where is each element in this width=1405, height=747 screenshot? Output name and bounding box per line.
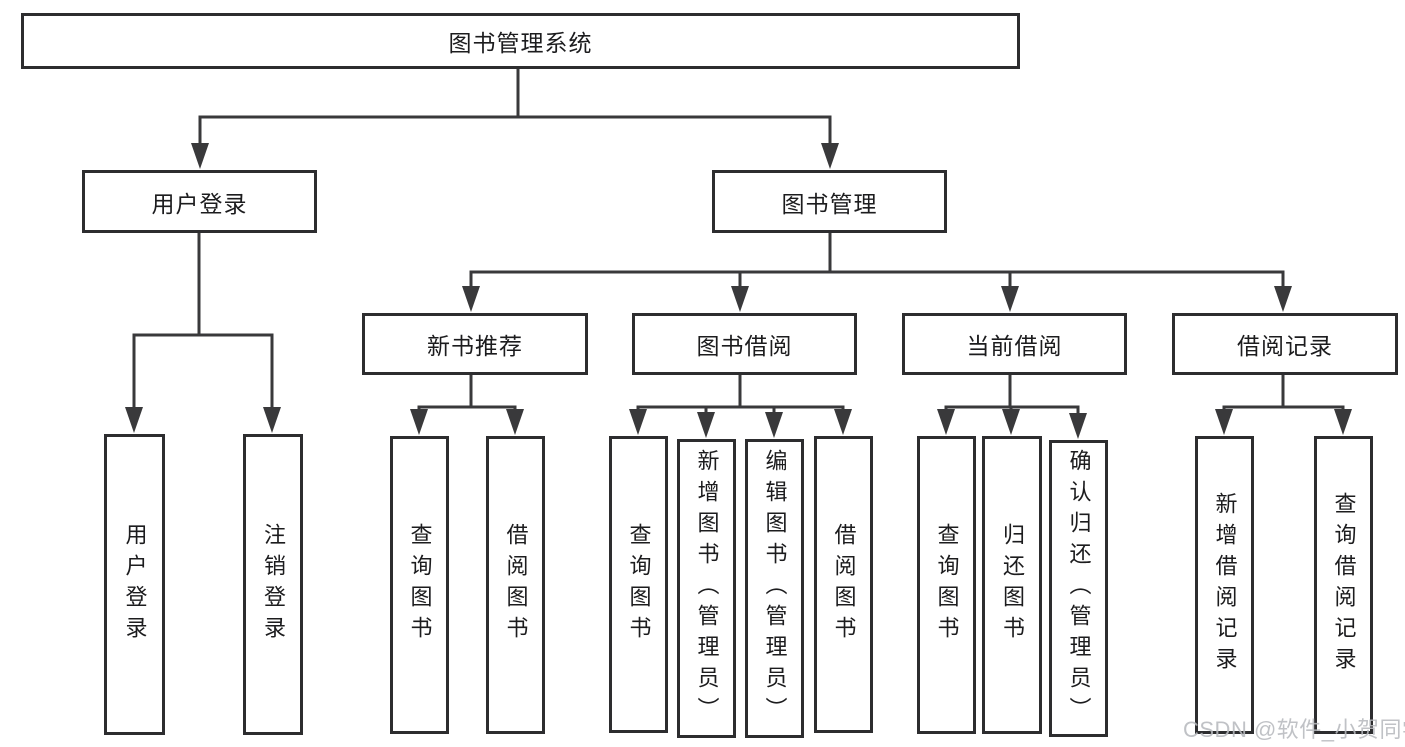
- leaf-borrow-book-2: 借阅图书: [814, 436, 873, 733]
- leaf-return-book-label: 归还图书: [1000, 523, 1025, 647]
- node-new-book-recommend-label: 新书推荐: [427, 333, 523, 359]
- node-book-borrow: 图书借阅: [632, 313, 857, 375]
- leaf-query-book-3: 查询图书: [917, 436, 976, 734]
- leaf-logout-login-label: 注销登录: [261, 522, 286, 647]
- leaf-borrow-book-1-label: 借阅图书: [503, 523, 529, 647]
- node-root-label: 图书管理系统: [448, 30, 593, 56]
- node-current-borrow-label: 当前借阅: [966, 333, 1063, 359]
- leaf-edit-book-admin-label: 编辑图书（管理员）: [762, 449, 788, 728]
- leaf-edit-book-admin: 编辑图书（管理员）: [745, 439, 804, 738]
- node-user-login: 用户登录: [82, 170, 317, 233]
- node-borrow-record: 借阅记录: [1172, 313, 1398, 375]
- leaf-query-book-2-label: 查询图书: [626, 522, 652, 647]
- connector-borrow-record-children: [1215, 375, 1352, 435]
- node-book-mgmt-label: 图书管理: [781, 190, 878, 217]
- leaf-confirm-return-admin-label: 确认归还（管理员）: [1066, 449, 1092, 728]
- connector-book-mgmt-to-level3: [462, 233, 1292, 312]
- leaf-return-book: 归还图书: [982, 436, 1042, 734]
- csdn-watermark: CSDN @软件_小贺同学: [1183, 717, 1405, 742]
- leaf-query-book-3-label: 查询图书: [934, 523, 960, 647]
- leaf-confirm-return-admin: 确认归还（管理员）: [1049, 440, 1108, 737]
- leaf-borrow-book-2-label: 借阅图书: [831, 522, 857, 647]
- leaf-query-borrow-record-label: 查询借阅记录: [1331, 492, 1357, 678]
- node-current-borrow: 当前借阅: [902, 313, 1127, 375]
- node-book-mgmt: 图书管理: [712, 170, 947, 233]
- node-user-login-label: 用户登录: [151, 190, 248, 217]
- leaf-logout-login: 注销登录: [243, 434, 303, 735]
- node-borrow-record-label: 借阅记录: [1237, 333, 1333, 359]
- leaf-query-borrow-record: 查询借阅记录: [1314, 436, 1373, 734]
- node-new-book-recommend: 新书推荐: [362, 313, 588, 375]
- leaf-user-login: 用户登录: [104, 434, 165, 735]
- leaf-user-login-label: 用户登录: [122, 522, 148, 647]
- leaf-add-borrow-record-label: 新增借阅记录: [1212, 492, 1238, 678]
- leaf-borrow-book-1: 借阅图书: [486, 436, 545, 734]
- connector-user-login-children: [125, 233, 281, 433]
- node-book-borrow-label: 图书借阅: [696, 333, 793, 359]
- leaf-query-book-1: 查询图书: [390, 436, 449, 734]
- leaf-add-book-admin: 新增图书（管理员）: [677, 439, 736, 738]
- leaf-query-book-2: 查询图书: [609, 436, 668, 733]
- connector-new-book-children: [410, 375, 524, 435]
- leaf-query-book-1-label: 查询图书: [407, 523, 433, 647]
- connector-book-borrow-children: [629, 375, 852, 438]
- node-root: 图书管理系统: [21, 13, 1020, 69]
- leaf-add-borrow-record: 新增借阅记录: [1195, 436, 1254, 734]
- connector-current-borrow-children: [937, 375, 1087, 439]
- leaf-add-book-admin-label: 新增图书（管理员）: [694, 449, 720, 728]
- connector-root-to-level2: [191, 69, 839, 169]
